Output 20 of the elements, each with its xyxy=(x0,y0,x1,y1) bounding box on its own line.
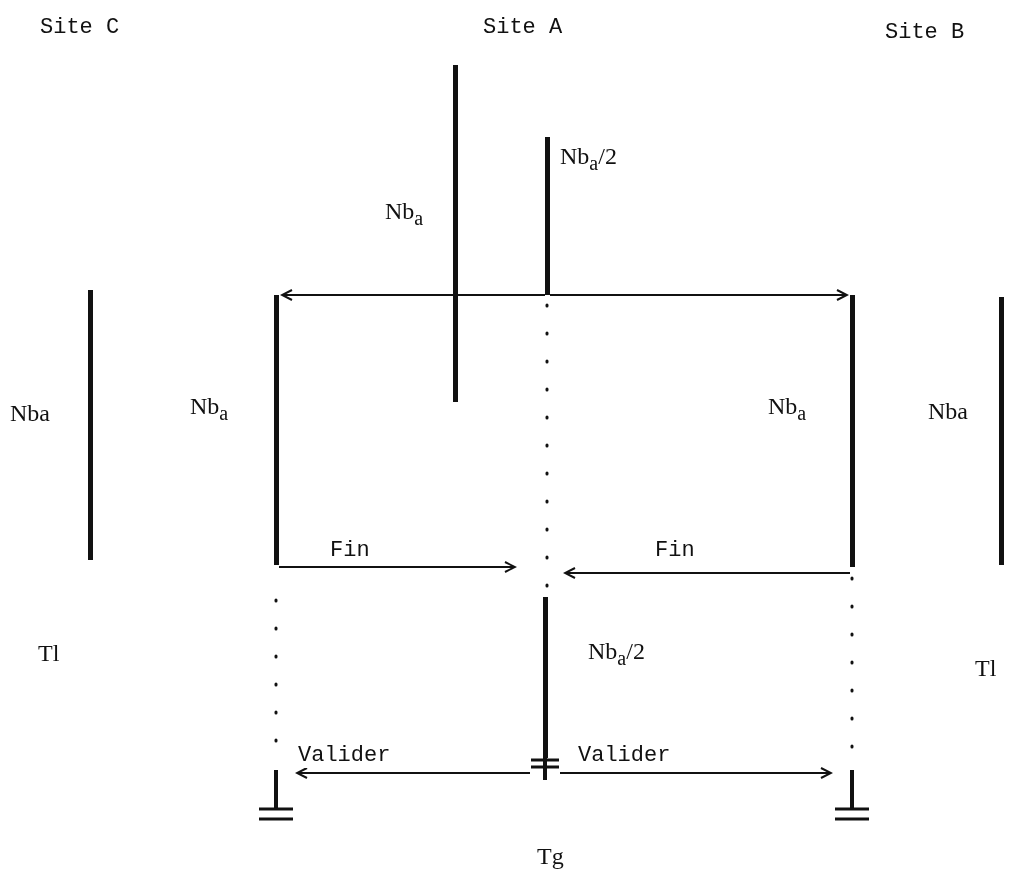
arrow xyxy=(564,567,851,579)
bar-label: Nb$_{a}$ xyxy=(385,198,424,230)
site-label: Site C xyxy=(40,15,120,40)
bar-label: Nb$_{a}$ xyxy=(190,393,229,425)
arrow xyxy=(549,289,848,301)
bar-label: Nb$_{a}$/2 xyxy=(560,143,617,175)
bar-label: Nb$_{a}$ xyxy=(768,393,807,425)
time-label: Tl xyxy=(975,655,997,682)
site-label: Site B xyxy=(885,20,965,45)
time-label: Tg xyxy=(537,843,564,870)
arrow xyxy=(281,289,546,301)
arrow xyxy=(559,767,832,779)
edge-label: Valider xyxy=(298,743,391,768)
bar-label: Nba xyxy=(10,400,50,427)
bar-label: Nba xyxy=(928,398,968,425)
site-label: Site A xyxy=(483,15,563,40)
bar-label: Nb$_{a}$/2 xyxy=(588,638,645,670)
arrow xyxy=(296,767,531,779)
time-label: Tl xyxy=(38,640,60,667)
arrow xyxy=(278,561,516,573)
